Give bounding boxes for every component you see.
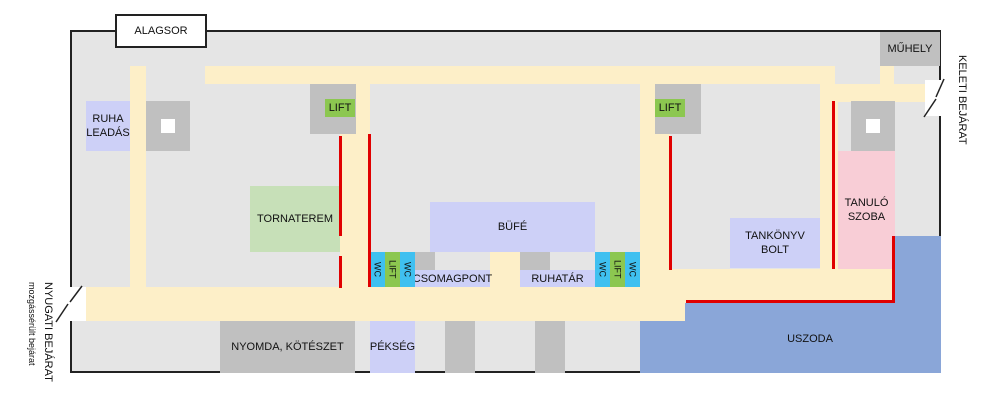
red-wall-7 <box>892 236 895 303</box>
east-entrance-label: KELETI BEJÁRAT <box>956 55 968 145</box>
corridor-main <box>86 287 685 321</box>
corridor-right-vertical <box>820 84 838 269</box>
corridor-east <box>820 84 925 102</box>
room-csomagpont: CSOMAGPONT <box>413 270 492 287</box>
room-ruhatar: RUHATÁR <box>520 270 595 287</box>
room-pekseg: PÉKSÉG <box>370 321 415 373</box>
stairwell-right-core <box>866 119 880 133</box>
corridor-right-horizontal <box>670 269 895 303</box>
room-tanulo-szoba: TANULÓ SZOBA <box>838 151 895 269</box>
floor-title: ALAGSOR <box>115 14 207 48</box>
red-wall-3 <box>368 134 371 287</box>
west-entrance-label: NYUGATI BEJÁRAT <box>42 282 54 382</box>
room-muhely: MŰHELY <box>880 32 940 66</box>
room-lift-small-2: LIFT <box>610 252 625 287</box>
west-entrance-door-icon <box>55 285 83 323</box>
room-wc-3: WC <box>595 252 610 287</box>
gray-column-b <box>535 321 565 373</box>
gray-block-right <box>520 252 550 270</box>
room-bufe: BÜFÉ <box>430 202 595 252</box>
red-wall-2 <box>339 256 342 288</box>
room-tankonyv-bolt: TANKÖNYV BOLT <box>730 218 820 268</box>
room-uszoda: USZODA <box>787 333 833 345</box>
east-entrance-door-icon <box>923 78 945 118</box>
room-lift-left: LIFT <box>325 99 355 117</box>
room-ruha-leadas: RUHA LEADÁS <box>86 101 130 151</box>
room-wc-2: WC <box>400 252 415 287</box>
room-wc-4: WC <box>625 252 640 287</box>
red-wall-6 <box>686 300 895 303</box>
red-wall-1 <box>339 136 342 236</box>
corridor-top-left-vertical <box>130 66 146 296</box>
red-wall-5 <box>832 101 835 269</box>
room-lift-right: LIFT <box>655 99 685 117</box>
corridor-top <box>205 66 835 84</box>
red-wall-4 <box>669 136 672 270</box>
pool-area <box>640 303 941 373</box>
west-entrance-note: mozgássérült bejárat <box>27 282 37 366</box>
room-nyomda: NYOMDA, KÖTÉSZET <box>220 321 355 373</box>
pool-area-upper <box>895 236 941 306</box>
room-wc-1: WC <box>370 252 385 287</box>
corridor-center-stub <box>490 252 520 292</box>
west-entrance-gap <box>62 287 86 321</box>
gray-column-a <box>445 321 475 373</box>
room-tornaterem: TORNATEREM <box>250 186 340 252</box>
corridor-east-stub <box>880 66 894 86</box>
room-lift-small-1: LIFT <box>385 252 400 287</box>
stairwell-left-core <box>161 119 175 133</box>
